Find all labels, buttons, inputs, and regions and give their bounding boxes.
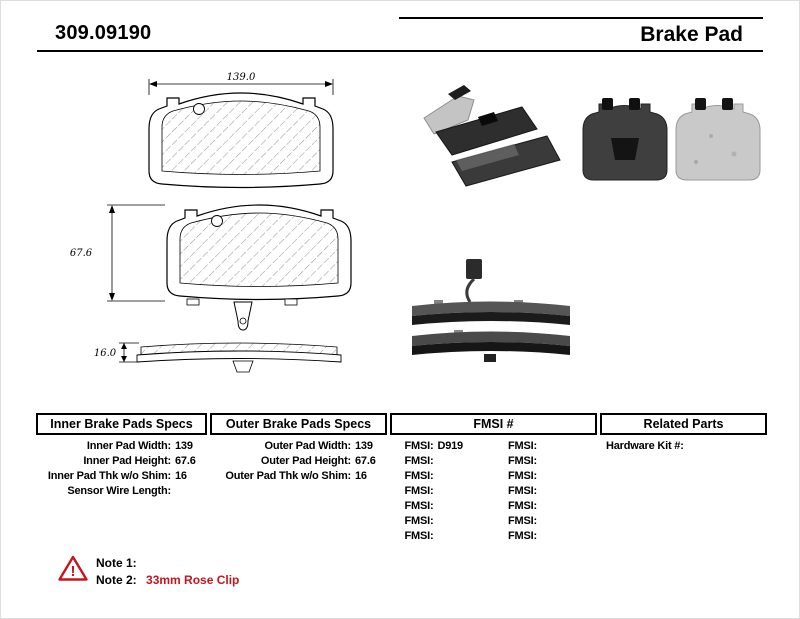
fmsi-label: FMSI: (404, 455, 434, 467)
fmsi-label: FMSI: (508, 440, 537, 452)
spec-row: Outer Pad Thk w/o Shim: 16 (210, 469, 387, 484)
fmsi-value (537, 514, 597, 529)
spec-value: 139 (175, 440, 193, 452)
inner-specs-header: Inner Brake Pads Specs (36, 413, 207, 435)
photo-pad-pair (582, 98, 761, 181)
fmsi-label: FMSI: (508, 500, 537, 512)
part-number: 309.09190 (55, 22, 152, 44)
spec-value: 16 (175, 470, 187, 482)
fmsi-row: FMSI: FMSI: (390, 454, 597, 469)
fmsi-value (433, 484, 493, 499)
fmsi-label: FMSI: (508, 455, 537, 467)
spec-label: Outer Pad Thk w/o Shim: (225, 470, 351, 482)
spec-label: Hardware Kit #: (606, 440, 684, 452)
pad-drawing-side-profile (136, 342, 342, 373)
pad-drawing-outer-view (166, 204, 352, 331)
photo-pads-side-view (412, 259, 570, 362)
height-dimension-label: 67.6 (70, 248, 93, 259)
fmsi-value (537, 484, 597, 499)
fmsi-row: FMSI: FMSI: (390, 484, 597, 499)
spec-label: Outer Pad Height: (260, 455, 351, 467)
spec-row: Inner Pad Height: 67.6 (36, 454, 207, 469)
fmsi-row: FMSI:D919 FMSI: (390, 439, 597, 454)
pad-drawing-rear-view (148, 92, 334, 189)
fmsi-value (433, 514, 493, 529)
spec-value: 139 (355, 440, 373, 452)
spec-row: Sensor Wire Length: (36, 484, 207, 499)
spec-value: 67.6 (355, 455, 376, 467)
fmsi-label: FMSI: (404, 515, 434, 527)
note2: Note 2: 33mm Rose Clip (96, 573, 239, 587)
fmsi-row: FMSI: FMSI: (390, 499, 597, 514)
spec-label: Inner Pad Width: (86, 440, 171, 452)
outer-specs-column: Outer Pad Width: 139 Outer Pad Height: 6… (210, 439, 387, 484)
fmsi-label: FMSI: (508, 470, 537, 482)
fmsi-value (537, 454, 597, 469)
fmsi-row: FMSI: FMSI: (390, 529, 597, 544)
width-dimension: 139.0 (148, 72, 334, 95)
fmsi-value (433, 454, 493, 469)
height-dimension: 67.6 (70, 204, 165, 302)
product-photos (412, 85, 761, 362)
warning-glyph: ! (71, 563, 76, 580)
fmsi-value (433, 469, 493, 484)
note1-label: Note 1: (96, 556, 137, 570)
spec-row: Inner Pad Thk w/o Shim: 16 (36, 469, 207, 484)
related-parts-column: Hardware Kit #: (600, 439, 767, 454)
spec-row: Inner Pad Width: 139 (36, 439, 207, 454)
note1: Note 1: (96, 556, 137, 570)
inner-specs-column: Inner Pad Width: 139 Inner Pad Height: 6… (36, 439, 207, 499)
sensor-tab (233, 301, 253, 331)
spec-value: 16 (355, 470, 367, 482)
spec-label: Outer Pad Width: (264, 440, 351, 452)
header-rule-top (399, 17, 763, 19)
fmsi-value (537, 529, 597, 544)
fmsi-value (537, 439, 597, 454)
outer-specs-header: Outer Brake Pads Specs (210, 413, 387, 435)
spec-label: Sensor Wire Length: (67, 485, 171, 497)
fmsi-label: FMSI: (404, 440, 434, 452)
fmsi-value (433, 499, 493, 514)
technical-drawing: 139.0 67.6 (70, 72, 352, 373)
fmsi-value: D919 (437, 440, 463, 452)
fmsi-label: FMSI: (404, 500, 434, 512)
fmsi-row: FMSI: FMSI: (390, 514, 597, 529)
note2-label: Note 2: (96, 573, 137, 587)
width-dimension-label: 139.0 (227, 72, 256, 83)
fmsi-header: FMSI # (390, 413, 597, 435)
fmsi-column: FMSI:D919 FMSI: FMSI: FMSI: FMSI: FMSI: … (390, 439, 597, 544)
spec-label: Inner Pad Height: (83, 455, 171, 467)
spec-row: Outer Pad Width: 139 (210, 439, 387, 454)
fmsi-label: FMSI: (508, 530, 537, 542)
emblem-mark (193, 103, 205, 115)
photo-pads-with-hardware (423, 85, 561, 187)
spec-row: Hardware Kit #: (600, 439, 767, 454)
fmsi-label: FMSI: (508, 515, 537, 527)
fmsi-label: FMSI: (508, 485, 537, 497)
fmsi-value (433, 529, 493, 544)
spec-value (171, 484, 207, 499)
spec-value: 67.6 (175, 455, 196, 467)
fmsi-label: FMSI: (404, 470, 434, 482)
fmsi-label: FMSI: (404, 485, 434, 497)
fmsi-label: FMSI: (404, 530, 434, 542)
fmsi-value (537, 499, 597, 514)
related-parts-header: Related Parts (600, 413, 767, 435)
fmsi-value (537, 469, 597, 484)
spec-label: Inner Pad Thk w/o Shim: (47, 470, 171, 482)
fmsi-row: FMSI: FMSI: (390, 469, 597, 484)
thickness-dimension: 16.0 (94, 342, 139, 363)
header-rule-main (37, 50, 763, 52)
note2-value: 33mm Rose Clip (146, 573, 240, 587)
spec-row: Outer Pad Height: 67.6 (210, 454, 387, 469)
thickness-dimension-label: 16.0 (94, 348, 117, 359)
warning-icon: ! (58, 555, 88, 581)
product-type-title: Brake Pad (640, 23, 743, 46)
